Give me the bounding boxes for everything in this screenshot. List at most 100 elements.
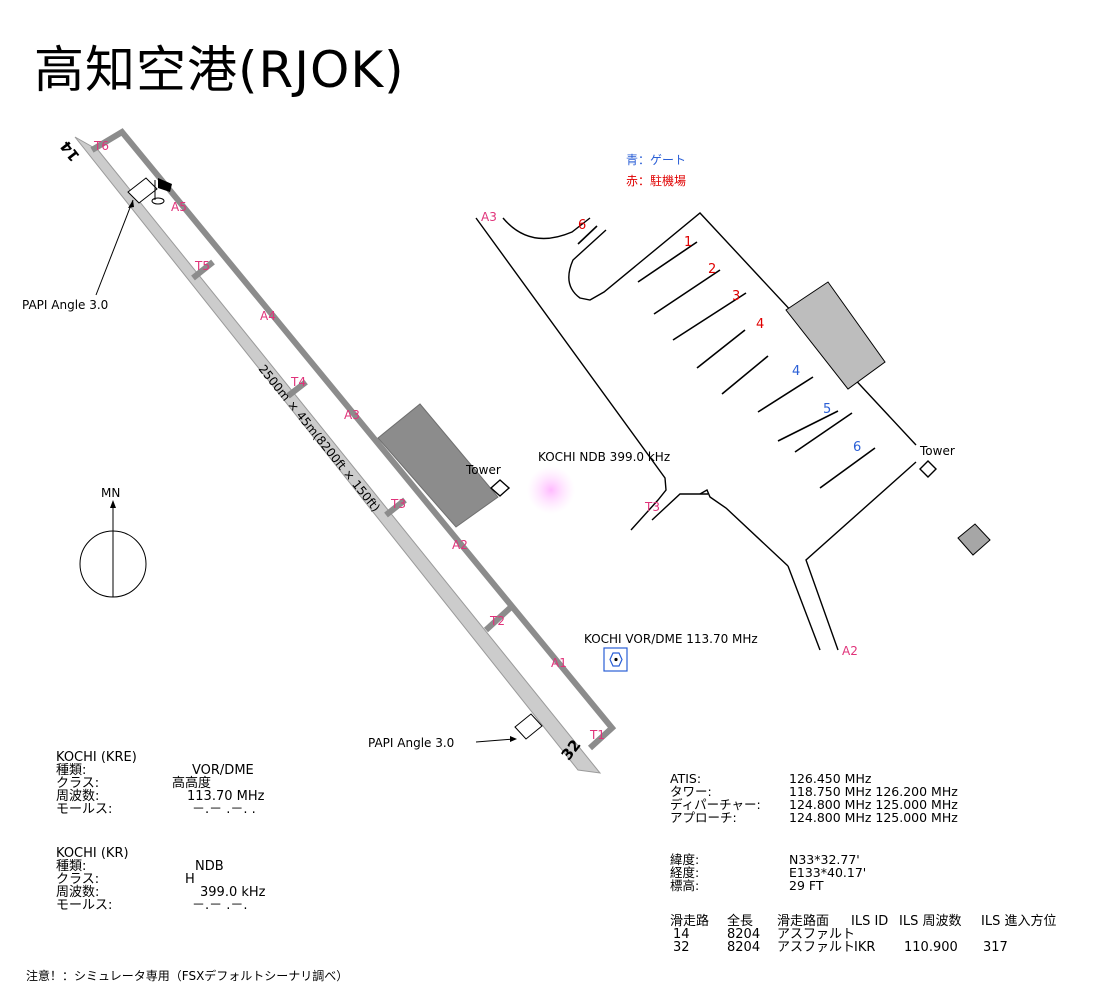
apron-taxiway-label-a2: A2 (842, 644, 858, 658)
taxiway-a2-edge (787, 565, 821, 651)
col-runway: 滑走路 (670, 914, 710, 929)
north-arrow-icon (79, 500, 147, 598)
vor-dme-symbol-icon (603, 647, 628, 672)
position-list: 緯度:N33*32.77' 経度:E133*40.17' 標高:29 FT (670, 853, 970, 892)
navaid-vor-morse-label: モールス: (56, 802, 113, 817)
navaid-ndb-header: KOCHI (KR) (56, 846, 129, 861)
taxiway-label-t3: T3 (390, 497, 406, 511)
frequency-list: ATIS: 126.450 MHz タワー: 118.750 MHz 126.200… (670, 772, 970, 824)
stand-4-label: 4 (756, 317, 764, 332)
taxiway-label-a5: A5 (171, 200, 187, 214)
navaid-ndb-freq-value: 399.0 kHz (200, 885, 266, 900)
runway-surface (74, 136, 602, 774)
navaid-ndb-morse-value: －.－ .－. (192, 898, 248, 913)
papi-upper-label: PAPI Angle 3.0 (22, 298, 108, 312)
taxiway-label-a1: A1 (551, 656, 567, 670)
navaid-ndb-class-label: クラス: (56, 872, 100, 887)
gate-4-label: 4 (792, 364, 800, 379)
freq-atis-value: 126.450 MHz (789, 771, 872, 786)
ndb-label: KOCHI NDB 399.0 kHz (538, 450, 670, 464)
navaid-vor-class-value: 高高度 (172, 776, 212, 791)
papi-lower-label: PAPI Angle 3.0 (368, 736, 454, 750)
taxiway-label-t2: T2 (489, 614, 505, 628)
papi-upper-icon (95, 177, 158, 296)
runway (74, 136, 602, 774)
apron (377, 403, 499, 528)
navaid-vor-header: KOCHI (KRE) (56, 750, 137, 765)
latitude-value: N33*32.77' (789, 852, 860, 867)
col-ils-freq: ILS 周波数 (899, 914, 962, 929)
vor-label: KOCHI VOR/DME 113.70 MHz (584, 632, 758, 646)
ndb-symbol-icon (527, 466, 575, 514)
taxiway-label-t6: T6 (93, 139, 109, 153)
stand-6-label: 6 (578, 218, 586, 233)
row32-ils-freq: 110.900 (904, 940, 958, 955)
stand-3-label: 3 (732, 289, 740, 304)
navaid-ndb-type-label: 種類: (56, 859, 87, 874)
freq-tower-value: 118.750 MHz 126.200 MHz (789, 784, 958, 799)
navaid-vor-freq-value: 113.70 MHz (187, 789, 265, 804)
connector-taxiways (191, 259, 513, 633)
col-length: 全長 (727, 914, 754, 929)
longitude-label: 経度: (670, 865, 700, 880)
apron-area-outline (475, 212, 917, 651)
freq-approach-label: アプローチ: (670, 810, 737, 825)
row14-surface: アスファルト (777, 927, 856, 942)
gate-6-label: 6 (853, 440, 861, 455)
tower-left-label: Tower (465, 463, 501, 477)
freq-tower-label: タワー: (670, 784, 712, 799)
freq-departure-value: 124.800 MHz 125.000 MHz (789, 797, 958, 812)
apron-edge-southeast (805, 461, 917, 651)
windsock-icon (151, 178, 172, 205)
row32-ils-course: 317 (983, 940, 1008, 955)
row14-runway: 14 (673, 927, 690, 942)
row32-surface: アスファルト (777, 940, 856, 955)
navaid-ndb-type-value: NDB (195, 859, 224, 874)
taxiway-t2 (483, 605, 513, 633)
parking-lines (577, 225, 876, 489)
stand-2-label: 2 (708, 262, 716, 277)
freq-atis-label: ATIS: (670, 771, 702, 786)
navaid-vor-info: KOCHI (KRE) 種類: VOR/DME クラス: 高高度 周波数: 11… (56, 750, 264, 817)
legend-stand: 赤：駐機場 (626, 173, 686, 188)
tower-left-icon (489, 479, 511, 497)
navaid-vor-type-label: 種類: (56, 763, 87, 778)
latitude-label: 緯度: (670, 852, 700, 867)
stand-area-outline (568, 212, 917, 446)
row32-ils-id: IKR (854, 940, 876, 955)
taxiway-t5 (191, 259, 215, 281)
taxiway-label-a4: A4 (260, 309, 276, 323)
hook-taxiway-outer (502, 217, 591, 240)
runway-dimensions-label: 2500m × 45m(8200ft × 150ft) (256, 362, 383, 514)
navaid-ndb-info: KOCHI (KR) 種類: NDB クラス: H 周波数: 399.0 kHz… (56, 846, 265, 913)
taxiway-t4 (286, 379, 308, 399)
col-surface: 滑走路面 (777, 914, 830, 929)
taxiway-label-a3: A3 (344, 408, 360, 422)
papi-lower-icon (475, 713, 543, 743)
taxiway-label-t4: T4 (290, 375, 306, 389)
page-title: 高知空港(RJOK) (34, 41, 405, 99)
tower-right-icon (919, 460, 937, 478)
taxiway-label-t5: T5 (194, 259, 210, 273)
navaid-vor-type-value: VOR/DME (192, 763, 254, 778)
apron-south-curve (699, 489, 789, 567)
navaid-ndb-morse-label: モールス: (56, 898, 113, 913)
legend-gate: 青：ゲート (626, 153, 686, 167)
col-ils-course: ILS 進入方位 (981, 914, 1057, 929)
row32-runway: 32 (673, 940, 690, 955)
navaid-vor-freq-label: 周波数: (56, 789, 100, 804)
navaid-ndb-freq-label: 周波数: (56, 885, 100, 900)
north-label: MN (101, 486, 120, 500)
freq-departure-label: ディパーチャー: (670, 797, 761, 812)
taxiway-label-t1: T1 (589, 728, 605, 742)
apron-taxiway-label-t3: T3 (644, 500, 660, 514)
row32-length: 8204 (727, 940, 761, 955)
disclaimer-note: 注意！：シミュレータ専用（FSXデフォルトシーナリ調べ） (26, 969, 349, 983)
tower-right-label: Tower (919, 444, 955, 458)
terminal-building (785, 281, 886, 390)
stand-1-label: 1 (684, 235, 692, 250)
longitude-value: E133*40.17' (789, 865, 867, 880)
taxiway-t3-edge (651, 493, 708, 521)
col-ils-id: ILS ID (851, 914, 889, 929)
